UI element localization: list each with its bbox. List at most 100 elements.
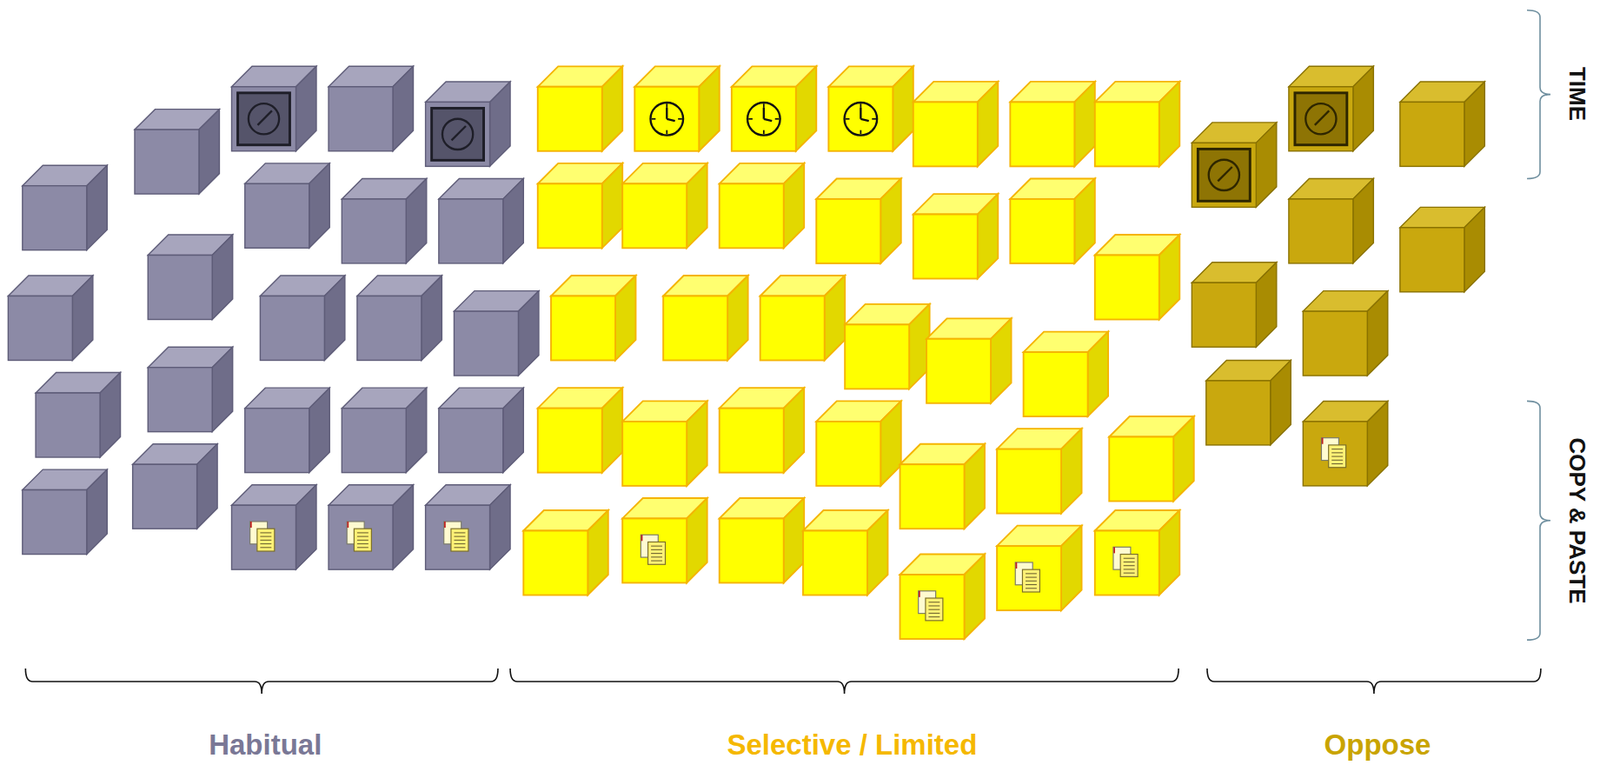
gauge-dial: [1208, 159, 1240, 191]
cube-front: [438, 199, 504, 264]
clock-icon: [747, 102, 781, 136]
clock-icon: [650, 102, 684, 136]
cube: [1400, 81, 1485, 166]
cube-side: [503, 387, 524, 472]
cube-front: [1108, 437, 1174, 502]
group-bracket: [1207, 668, 1541, 694]
cube-front: [134, 129, 200, 194]
side-bracket: [1526, 10, 1551, 180]
cube-side: [309, 163, 330, 248]
clock-hand: [859, 107, 862, 120]
page-line: [1123, 557, 1136, 559]
cube-front: [7, 295, 73, 360]
page-icon: [648, 541, 666, 565]
cube: [134, 109, 220, 194]
page-line: [453, 543, 465, 545]
page-line: [1025, 587, 1037, 589]
clock-hand: [860, 119, 869, 121]
cube-front: [900, 464, 965, 529]
cube-front: [1009, 199, 1075, 264]
cube: [828, 66, 913, 151]
cube-front: [147, 367, 213, 432]
cube-side: [392, 66, 413, 151]
group-bracket: [25, 668, 498, 694]
cube: [425, 484, 511, 570]
cube-front: [147, 255, 213, 320]
page-line: [650, 556, 663, 558]
cube-side: [783, 387, 804, 472]
gauge-dial: [442, 119, 473, 150]
cube: [1288, 66, 1374, 151]
cube-side: [517, 291, 538, 376]
page-mark: [1015, 562, 1018, 569]
cube-front: [996, 545, 1062, 611]
cube-front: [438, 408, 504, 473]
cube-side: [783, 163, 804, 248]
cube: [1302, 291, 1388, 376]
cube-side: [686, 400, 707, 485]
page-line: [357, 536, 369, 538]
cube-front: [900, 574, 965, 639]
clock-tick: [748, 118, 753, 120]
page-line: [650, 552, 663, 554]
page-line: [259, 531, 272, 533]
cube-front: [523, 531, 588, 596]
cube-front: [245, 408, 310, 473]
page-icon: [451, 528, 469, 552]
cube-side: [686, 497, 707, 583]
cube: [760, 275, 845, 360]
cube: [232, 66, 317, 151]
cube: [1009, 178, 1095, 263]
cube-side: [72, 275, 93, 360]
cube-side: [602, 387, 623, 472]
cube-front: [719, 183, 784, 248]
clock-tick: [871, 118, 877, 120]
page-mark: [641, 534, 644, 541]
cube: [1095, 81, 1180, 166]
clock-tick: [763, 103, 765, 108]
cube-side: [392, 484, 413, 570]
cube: [245, 387, 330, 472]
cube-side: [1255, 262, 1276, 347]
cube-side: [1159, 510, 1180, 595]
clock-tick: [775, 118, 780, 120]
cube: [147, 346, 233, 432]
cube: [1095, 510, 1180, 595]
cube-side: [1074, 178, 1095, 263]
cube-front: [996, 449, 1062, 514]
cube-side: [964, 444, 985, 529]
page-line: [1331, 459, 1343, 461]
page-line: [1025, 584, 1037, 585]
cube-front: [357, 295, 422, 360]
page-line: [928, 601, 940, 603]
cube-side: [977, 193, 998, 279]
page-line: [650, 545, 663, 547]
page-mark: [918, 590, 921, 598]
cube-front: [926, 338, 991, 404]
cube-side: [212, 346, 233, 432]
cube-side: [587, 510, 608, 595]
page-line: [1025, 580, 1037, 582]
cube-front: [22, 185, 87, 251]
page-line: [1025, 572, 1037, 574]
cube: [259, 275, 345, 360]
gauge-dial: [248, 103, 279, 134]
clock-tick: [763, 130, 765, 135]
page-mark: [1113, 546, 1116, 553]
cube: [1206, 359, 1291, 445]
cube-side: [405, 178, 426, 263]
cube: [453, 291, 538, 376]
cube-side: [698, 66, 719, 151]
page-icon: [1022, 569, 1040, 592]
cube: [438, 387, 524, 472]
page-line: [1331, 451, 1343, 453]
cube-front: [1095, 255, 1160, 320]
cube-front: [828, 86, 893, 152]
cube-side: [503, 178, 524, 263]
page-line: [1123, 561, 1136, 563]
cube-front: [1302, 421, 1368, 486]
cube: [913, 193, 998, 279]
cube: [816, 178, 901, 263]
cube-side: [824, 275, 845, 360]
cube-front: [913, 101, 978, 166]
